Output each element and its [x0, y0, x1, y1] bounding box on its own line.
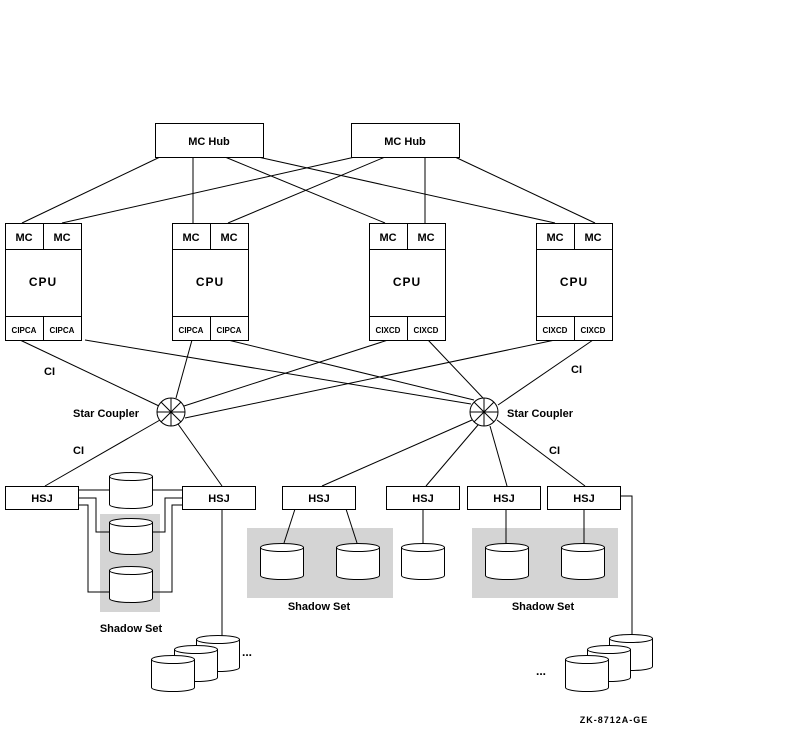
mc-hub-1: MC Hub: [155, 123, 264, 158]
ci-links: [19, 339, 594, 487]
more-disks-ellipsis: ...: [536, 664, 546, 678]
hsj-label: HSJ: [208, 493, 229, 505]
adapter-label: CIPCA: [217, 326, 242, 335]
cpu-label: CPU: [196, 275, 224, 289]
adapter-label: CIPCA: [12, 326, 37, 335]
star-coupler-icon: [156, 397, 186, 427]
hsj-label: HSJ: [308, 493, 329, 505]
adapter-label: CIXCD: [376, 326, 401, 335]
mc-label: MC: [546, 232, 563, 244]
hsj-controller: HSJ: [282, 486, 356, 510]
hsj-label: HSJ: [31, 493, 52, 505]
adapter-label: CIPCA: [50, 326, 75, 335]
disk-icon: [565, 655, 609, 692]
cpu-label: CPU: [29, 275, 57, 289]
disk-icon: [401, 543, 445, 580]
shadow-set-label: Shadow Set: [512, 601, 575, 613]
shadow-set-label: Shadow Set: [288, 601, 351, 613]
cpu-node: MC MC CPU CIXCD CIXCD: [369, 223, 446, 341]
adapter-label: CIPCA: [179, 326, 204, 335]
cpu-label: CPU: [560, 275, 588, 289]
star-coupler-label: Star Coupler: [507, 408, 574, 420]
disk-icon: [561, 543, 605, 580]
disk-wiring: [78, 489, 633, 643]
cpu-label: CPU: [393, 275, 421, 289]
hsj-label: HSJ: [573, 493, 594, 505]
shadow-set-label: Shadow Set: [100, 623, 163, 635]
disk-icon: [109, 518, 153, 555]
disk-icon: [485, 543, 529, 580]
mc-label: MC: [182, 232, 199, 244]
disk-icon: [109, 472, 153, 509]
hsj-controller: HSJ: [467, 486, 541, 510]
disk-icon: [260, 543, 304, 580]
adapter-label: CIXCD: [414, 326, 439, 335]
mc-label: MC: [220, 232, 237, 244]
cpu-node: MC MC CPU CIPCA CIPCA: [172, 223, 249, 341]
mc-label: MC: [53, 232, 70, 244]
star-coupler-icon: [469, 397, 499, 427]
mc-label: MC: [584, 232, 601, 244]
hsj-controller: HSJ: [5, 486, 79, 510]
disk-icon: [109, 566, 153, 603]
figure-caption: ZK-8712A-GE: [580, 715, 649, 725]
adapter-label: CIXCD: [543, 326, 568, 335]
adapter-label: CIXCD: [581, 326, 606, 335]
ci-label: CI: [44, 366, 55, 378]
disk-icon: [151, 655, 195, 692]
hsj-controller: HSJ: [182, 486, 256, 510]
mc-label: MC: [417, 232, 434, 244]
ci-label: CI: [73, 445, 84, 457]
hub-links: [21, 156, 596, 224]
ci-label: CI: [571, 364, 582, 376]
cpu-node: MC MC CPU CIXCD CIXCD: [536, 223, 613, 341]
hsj-controller: HSJ: [386, 486, 460, 510]
ci-label: CI: [549, 445, 560, 457]
star-coupler-label: Star Coupler: [73, 408, 140, 420]
hsj-controller: HSJ: [547, 486, 621, 510]
more-disks-ellipsis: ...: [242, 645, 252, 659]
hub-label: MC Hub: [384, 136, 426, 148]
cpu-node: MC MC CPU CIPCA CIPCA: [5, 223, 82, 341]
hsj-label: HSJ: [493, 493, 514, 505]
disk-icon: [336, 543, 380, 580]
mc-hub-2: MC Hub: [351, 123, 460, 158]
hub-label: MC Hub: [188, 136, 230, 148]
hsj-label: HSJ: [412, 493, 433, 505]
mc-label: MC: [379, 232, 396, 244]
mc-label: MC: [15, 232, 32, 244]
